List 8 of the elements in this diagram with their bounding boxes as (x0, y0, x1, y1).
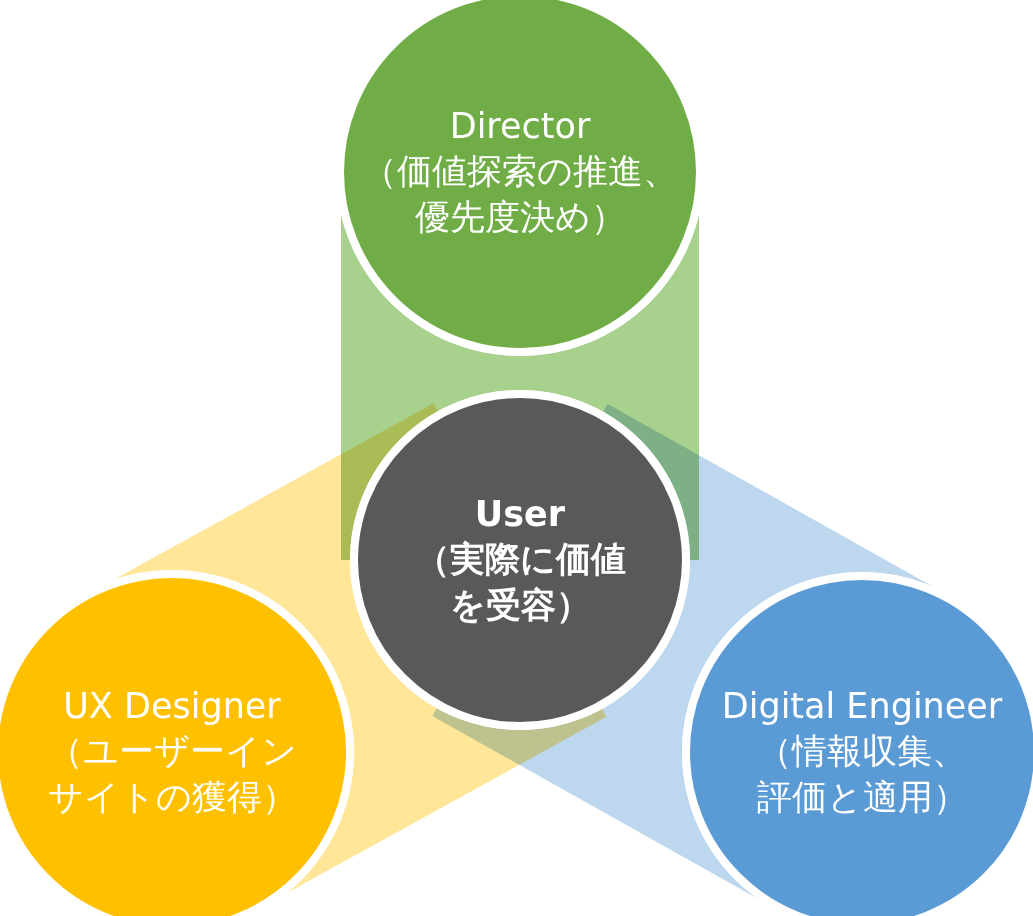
role-description: （実際に価値を受容） (413, 538, 627, 627)
role-description: （ユーザーインサイトの獲得） (46, 730, 298, 819)
role-description: （情報収集、評価と適用） (755, 730, 969, 819)
role-title: User (474, 492, 566, 536)
role-title: UX Designer (63, 684, 281, 728)
role-title: Digital Engineer (721, 684, 1003, 728)
role-description: （価値探索の推進、優先度決め） (361, 150, 679, 239)
role-title: Director (449, 104, 591, 148)
